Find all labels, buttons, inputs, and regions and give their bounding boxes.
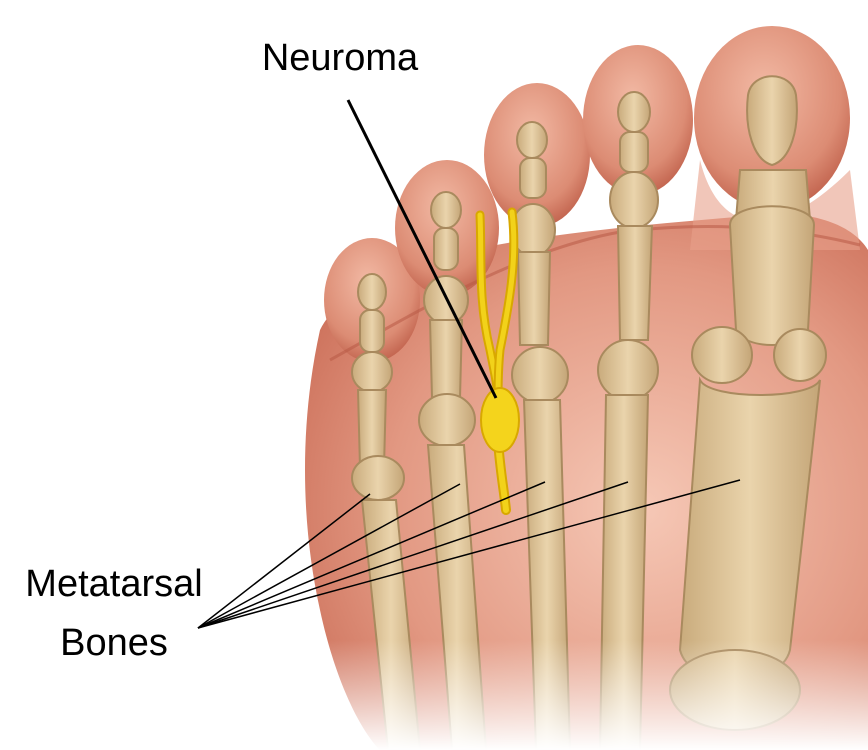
neuroma-label: Neuroma: [262, 37, 419, 79]
metatarsal-label-line2: Bones: [60, 622, 168, 664]
metatarsal-label-line1: Metatarsal: [25, 563, 202, 605]
neuroma-mass: [481, 388, 519, 452]
bottom-fade: [300, 640, 868, 750]
